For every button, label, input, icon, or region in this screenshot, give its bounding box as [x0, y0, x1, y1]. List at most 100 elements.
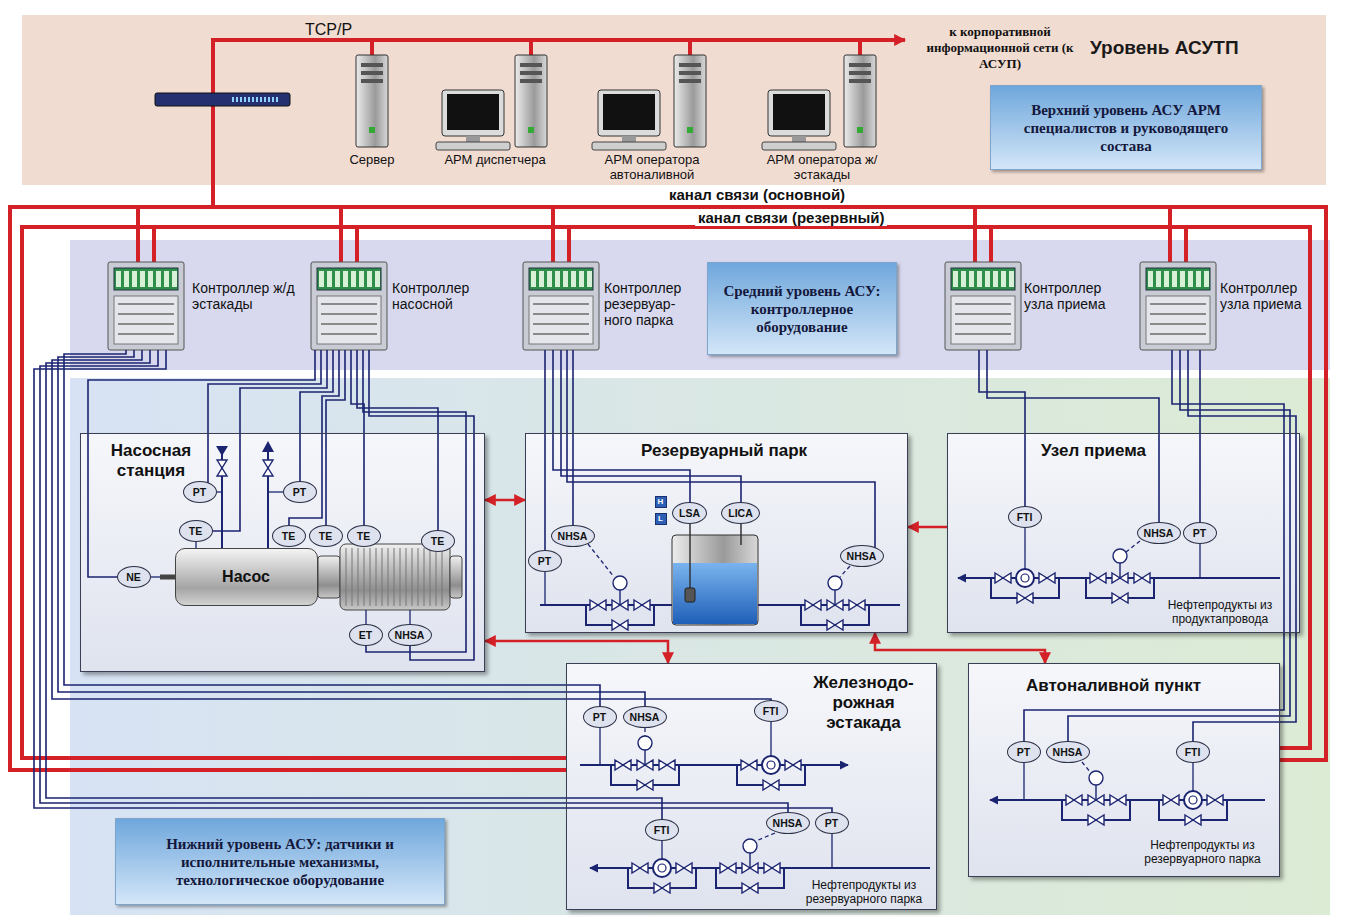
gate-valve [1039, 573, 1055, 583]
motor-fin [412, 548, 413, 606]
pipeline [990, 799, 1265, 801]
node-text: NHSA [395, 629, 425, 641]
workstation-drop [370, 40, 374, 57]
node-text: PT [293, 486, 306, 498]
valve-stem [1119, 563, 1120, 578]
terminal-row [118, 313, 174, 315]
switch-port [232, 97, 234, 102]
motor-fin [436, 548, 437, 606]
node-text: NHSA [847, 550, 877, 562]
instrument-bubble: NHSA [1137, 522, 1181, 544]
signal-wire [544, 350, 546, 553]
instrument-bubble: LICA [721, 502, 760, 524]
io-module [1001, 271, 1006, 287]
instrument-bubble: FTI [1008, 506, 1042, 528]
area-fill [968, 663, 1280, 877]
drive-bay [679, 63, 701, 67]
gate-valve [1017, 593, 1033, 603]
controller-reserve-drop [989, 227, 993, 262]
area-heading: Насосная станция [96, 441, 206, 481]
node-text: PT [1017, 746, 1030, 758]
controller-cabinet [108, 262, 184, 350]
flow-connector [908, 526, 947, 529]
switch-port [236, 97, 238, 102]
controller-reserve-drop [355, 227, 359, 262]
node-text: FTI [1017, 511, 1033, 523]
valve-actuator [1089, 771, 1103, 785]
workstation-drop [529, 40, 533, 57]
flow-meter [653, 859, 671, 877]
switch-port [248, 97, 250, 102]
instrument-bubble: FTI [754, 700, 788, 722]
impulse-line [544, 572, 545, 605]
node-text: Нижний уровень АСУ: датчики и исполнител… [124, 835, 436, 889]
drive-bay [520, 63, 542, 67]
io-module [547, 271, 552, 287]
motor-fin [406, 548, 407, 606]
area-heading: Железнодо-рожная эстакада [796, 673, 931, 733]
flow-meter [1016, 569, 1034, 587]
io-module [335, 271, 340, 287]
switch-port [260, 97, 262, 102]
motor-fin [370, 548, 371, 606]
node-text: NE [126, 571, 141, 583]
node-text: Насос [222, 568, 270, 586]
io-module [375, 271, 380, 287]
io-module [343, 271, 348, 287]
gate-valve [1185, 815, 1201, 825]
workstation-label: АРМ оператора автоналивной [577, 152, 727, 182]
impulse-line [217, 491, 222, 492]
io-module [1196, 271, 1201, 287]
instrument-bubble: NHSA [551, 525, 595, 547]
instrument-bubble: LSA [672, 502, 707, 524]
valve-stem [1095, 785, 1096, 800]
gate-valve [1112, 593, 1128, 603]
channel-label: канал связи (резервный) [695, 209, 887, 226]
io-module [969, 271, 974, 287]
impulse-line [1199, 544, 1200, 578]
signal-wire [326, 350, 345, 528]
io-module [351, 271, 356, 287]
instrument-bubble: TE [421, 530, 455, 552]
drive-bay [849, 79, 871, 83]
io-module [1172, 271, 1177, 287]
bypass-pipe [1062, 800, 1130, 820]
level-alarm-mark: H [655, 496, 667, 508]
terminal-row [118, 333, 174, 335]
motor-fin [382, 548, 383, 606]
signal-wire [208, 350, 321, 484]
node-text: LICA [728, 507, 753, 519]
instrument-bubble: PT [283, 481, 317, 503]
terminal-row [1150, 333, 1206, 335]
gate-valve [742, 883, 758, 893]
gate-valve [785, 760, 801, 770]
instrument-bubble: PT [183, 481, 217, 503]
keyboard [762, 142, 836, 150]
instrument-bubble: TE [179, 520, 213, 542]
gate-valve [263, 460, 273, 476]
terminal-row [321, 333, 377, 335]
motor-fin [430, 548, 431, 606]
gate-valve [1163, 795, 1179, 805]
drive-bay [361, 63, 383, 67]
gate-valve [615, 760, 631, 770]
area-heading: Узел приема [1041, 441, 1146, 461]
signal-wire [205, 350, 327, 531]
monitor [442, 90, 504, 136]
terminal-row [955, 313, 1011, 315]
valve-actuator [828, 576, 842, 590]
pump-body: Насос [175, 548, 318, 606]
terminal-row [1150, 323, 1206, 325]
gate-valve [217, 460, 227, 476]
controller-cabinet [311, 262, 387, 350]
controller-cabinet [945, 262, 1021, 350]
valve-stem [644, 750, 645, 765]
io-module-rack [1146, 268, 1210, 290]
control-signal-line [840, 566, 850, 577]
flow-arrow [262, 441, 274, 452]
controller-main-drop [551, 207, 555, 262]
network-label: к корпоративной информационной сети (к А… [915, 24, 1085, 72]
instrument-bubble: PT [528, 550, 562, 572]
io-module [571, 271, 576, 287]
node-text: PT [825, 817, 838, 829]
